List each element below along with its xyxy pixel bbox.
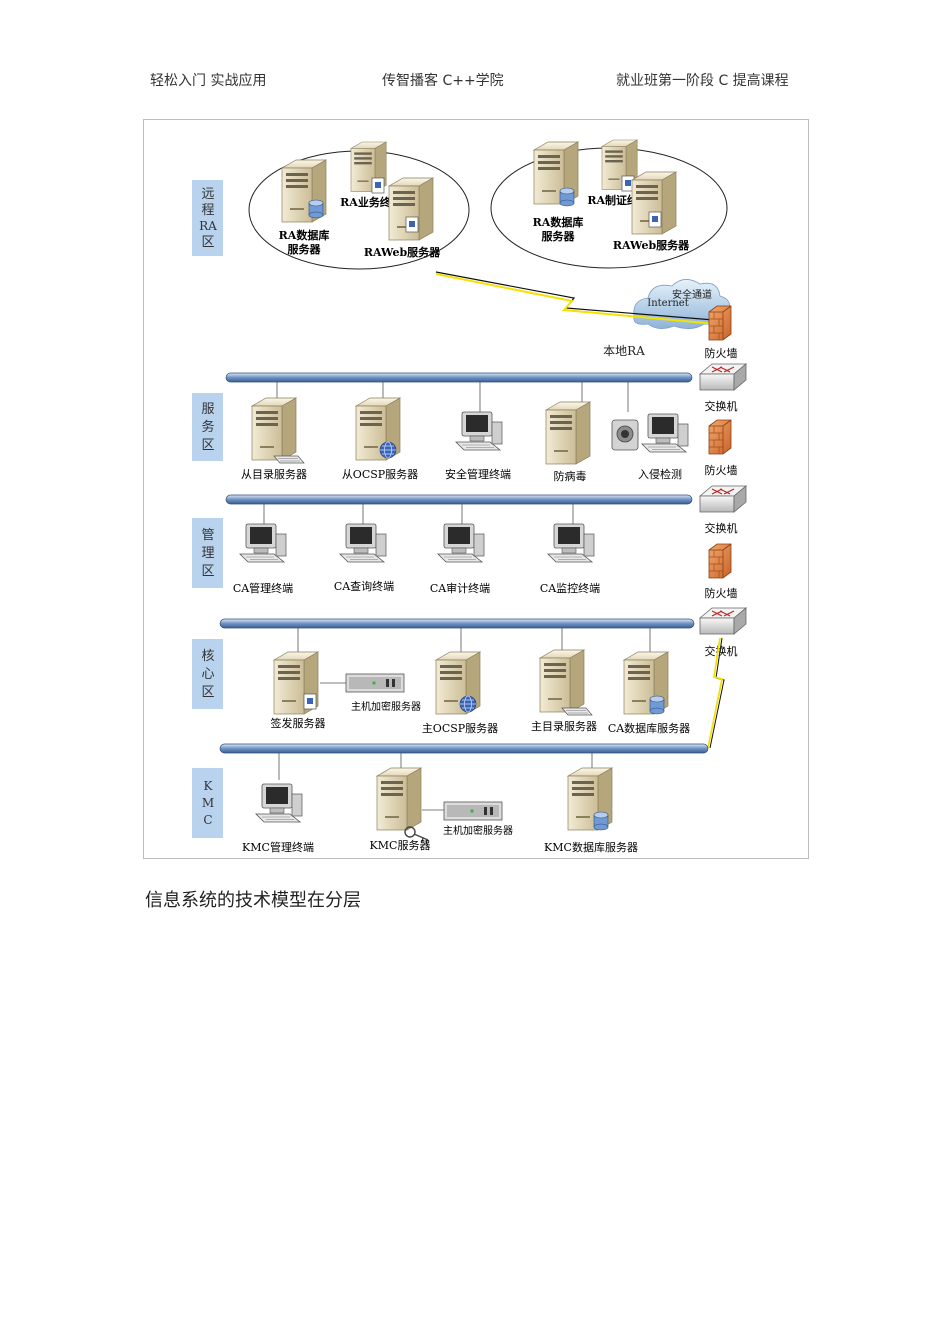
ca-monitor-terminal (547, 523, 595, 563)
ca-monitor-terminal-label: CA监控终端 (540, 581, 600, 595)
network-diagram-frame: 远 程 RA 区 服 务 区 管 理 区 核 心 区 K M C RA数据库 服… (143, 119, 809, 859)
switch-1-label: 交换机 (705, 399, 738, 413)
master-directory-server-label: 主目录服务器 (531, 720, 597, 733)
ra2-db-server-label-2: 服务器 (542, 229, 576, 243)
zone-label-remote-ra-char-2: 程 (201, 203, 214, 218)
zone-label-service-char-3: 区 (201, 438, 214, 453)
header-right: 就业班第一阶段 C 提高课程 (616, 73, 789, 89)
kmc-server (376, 767, 429, 845)
security-mgmt-terminal (455, 411, 503, 451)
zone-label-manage: 管 理 区 (192, 518, 223, 588)
bus-core (219, 743, 709, 754)
zone-label-service-char-2: 务 (201, 419, 214, 435)
slave-directory-server-label: 从目录服务器 (241, 468, 307, 481)
ca-query-terminal-label: CA查询终端 (334, 579, 394, 593)
zone-label-kmc: K M C (192, 768, 223, 838)
zone-label-service: 服 务 区 (192, 393, 223, 461)
core-hsm-label: 主机加密服务器 (351, 700, 421, 713)
firewall-top (708, 305, 732, 341)
sign-server (273, 651, 319, 715)
switch-3-label: 交换机 (705, 644, 738, 658)
master-directory-server (539, 649, 593, 716)
kmc-db-server (567, 767, 613, 831)
kmc-hsm (443, 801, 503, 821)
zone-label-manage-char-1: 管 (201, 528, 214, 543)
kmc-db-server-label: KMC数据库服务器 (544, 840, 638, 854)
switch-1 (699, 363, 747, 391)
kmc-mgmt-terminal-label: KMC管理终端 (242, 840, 314, 854)
master-ocsp-server (435, 651, 481, 715)
ra1-web-server-label: RAWeb服务器 (364, 245, 441, 259)
firewall-2-label: 防火墙 (705, 463, 738, 477)
ra2-db-server-label-1: RA数据库 (533, 215, 584, 229)
ca-db-server (623, 651, 669, 715)
header-left: 轻松入门 实战应用 (150, 73, 267, 89)
ra1-db-server (281, 159, 327, 223)
firewall-2 (708, 419, 732, 455)
intrusion-detection-label: 入侵检测 (638, 467, 682, 481)
bus-local-ra (225, 372, 693, 383)
slave-ocsp-server (355, 397, 401, 461)
zone-label-core-char-3: 区 (201, 685, 214, 700)
ra1-biz-terminal-label: RA业务终端 (340, 195, 402, 209)
master-ocsp-server-label: 主OCSP服务器 (422, 722, 498, 735)
ca-db-server-label: CA数据库服务器 (608, 721, 690, 735)
slave-directory-server (251, 397, 305, 464)
header-center: 传智播客 C++学院 (382, 73, 504, 89)
zone-label-manage-char-3: 区 (201, 564, 214, 579)
zone-label-kmc-char-2: M (202, 796, 214, 810)
ra2-db-server (533, 141, 579, 207)
ra1-web-server (388, 177, 434, 241)
network-diagram: 远 程 RA 区 服 务 区 管 理 区 核 心 区 K M C RA数据库 服… (192, 139, 747, 854)
page-caption: 信息系统的技术模型在分层 (145, 890, 361, 911)
ca-mgmt-terminal-label: CA管理终端 (233, 581, 293, 595)
internet-cloud (633, 279, 731, 329)
ra2-web-server-label: RAWeb服务器 (613, 238, 690, 252)
ra1-db-server-label-1: RA数据库 (279, 228, 330, 242)
ra1-biz-terminal (350, 141, 387, 194)
zone-label-service-char-1: 服 (201, 402, 214, 417)
kmc-mgmt-terminal (255, 783, 303, 823)
ca-mgmt-terminal (239, 523, 287, 563)
ca-audit-terminal (437, 523, 485, 563)
antivirus-server (545, 401, 591, 465)
ca-query-terminal (339, 523, 387, 563)
intrusion-detection (611, 413, 689, 453)
zone-label-remote-ra-char-1: 远 (201, 187, 214, 202)
local-ra-label: 本地RA (603, 344, 645, 358)
firewall-3 (708, 543, 732, 579)
bus-manage (219, 618, 695, 629)
ra1-db-server-label-2: 服务器 (288, 242, 322, 256)
kmc-hsm-label: 主机加密服务器 (443, 824, 513, 837)
switch-2-label: 交换机 (705, 521, 738, 535)
sign-server-label: 签发服务器 (271, 716, 326, 730)
secure-channel-label: 安全通道 (672, 288, 712, 301)
switch-2 (699, 485, 747, 513)
core-hsm (345, 673, 405, 693)
zone-label-remote-ra-char-3: RA (199, 219, 217, 233)
zone-label-kmc-char-1: K (204, 779, 214, 793)
firewall-top-label: 防火墙 (705, 346, 738, 360)
security-mgmt-terminal-label: 安全管理终端 (445, 467, 511, 481)
key-icon (404, 826, 416, 838)
internet-label: Internet (647, 298, 688, 309)
core-uplink-bolt (707, 637, 724, 749)
ra2-web-server (631, 171, 677, 235)
firewall-3-label: 防火墙 (705, 586, 738, 600)
bus-service (225, 494, 693, 505)
zone-label-manage-char-2: 理 (201, 546, 214, 561)
zone-label-remote-ra-char-4: 区 (201, 235, 214, 250)
zone-label-core: 核 心 区 (192, 639, 223, 709)
zone-label-remote-ra: 远 程 RA 区 (192, 180, 223, 256)
zone-label-core-char-1: 核 (201, 649, 214, 664)
zone-label-kmc-char-3: C (203, 813, 212, 827)
ca-audit-terminal-label: CA审计终端 (430, 581, 490, 595)
secure-channel-bolt (435, 273, 717, 325)
antivirus-label: 防病毒 (554, 469, 587, 483)
switch-3 (699, 607, 747, 635)
kmc-server-label: KMC服务器 (370, 839, 431, 852)
slave-ocsp-server-label: 从OCSP服务器 (342, 468, 418, 481)
zone-label-core-char-2: 心 (201, 667, 214, 682)
